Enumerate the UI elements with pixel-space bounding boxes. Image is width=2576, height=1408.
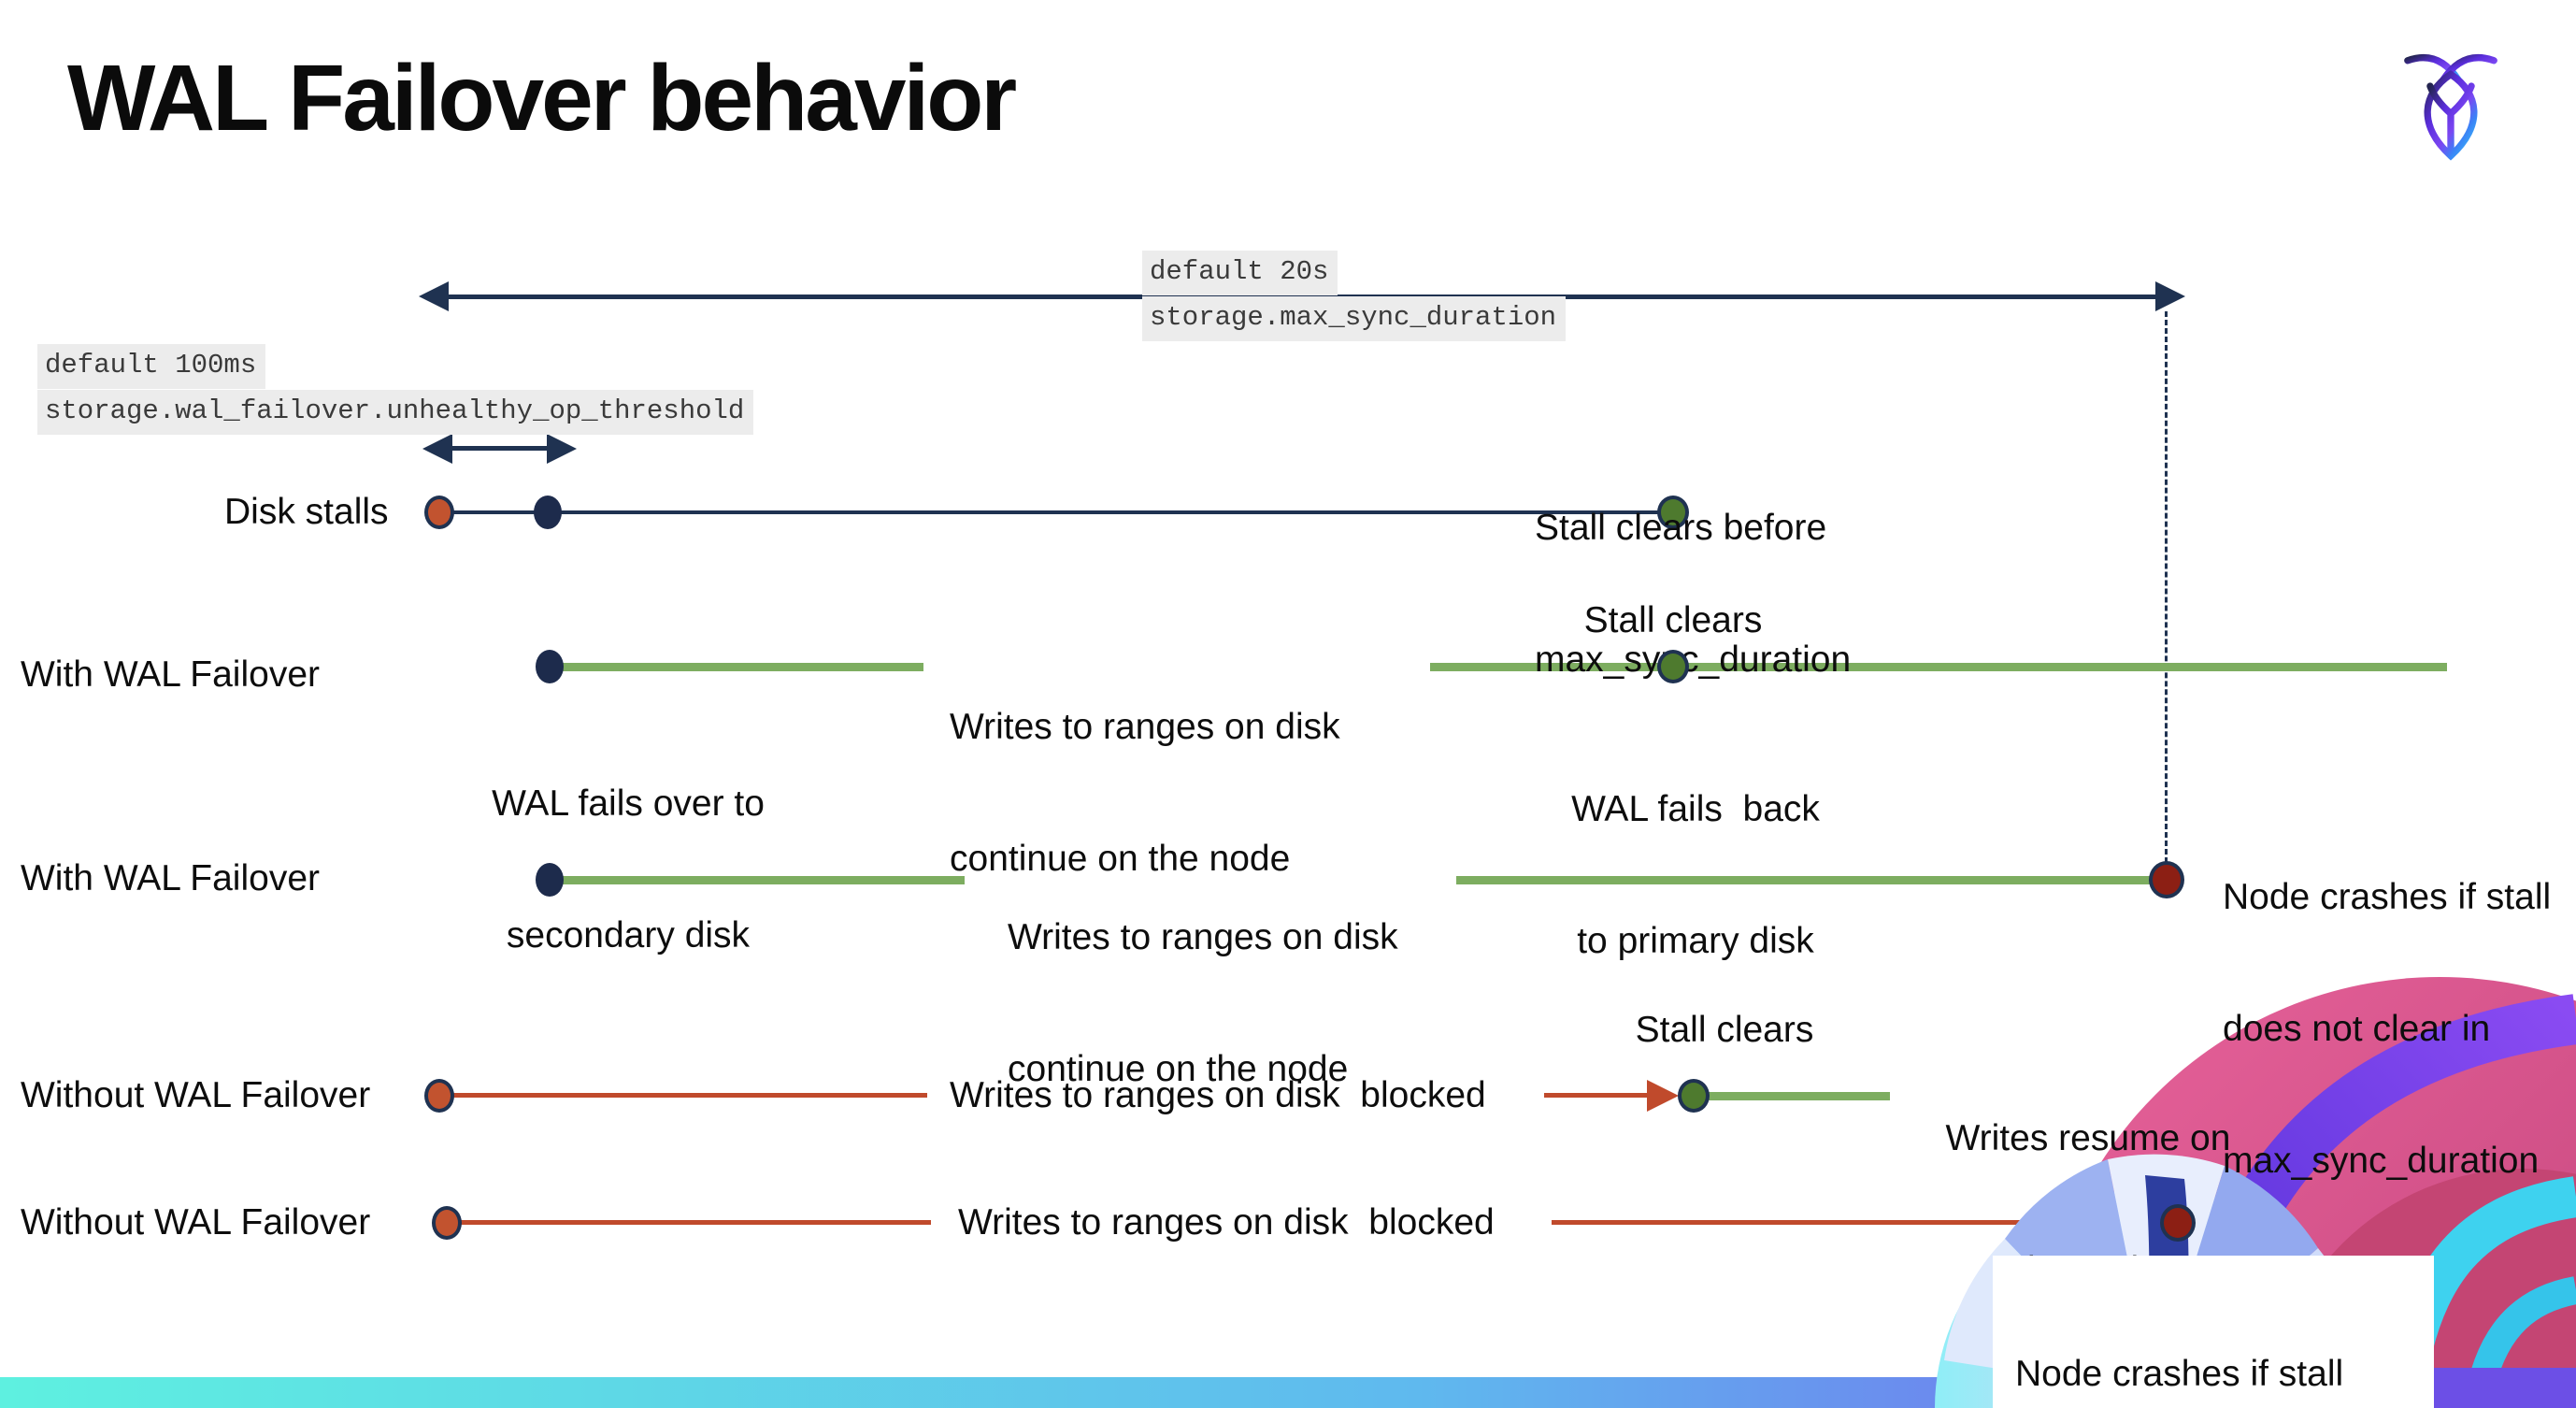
max-sync-deadline-dashed-line xyxy=(2165,311,2168,863)
row-label-disk-stalls: Disk stalls xyxy=(224,492,389,532)
blocked-segment-row5b xyxy=(1552,1220,2133,1225)
node-crashes-callout-box xyxy=(1993,1256,2434,1408)
blocked-arrow-head-row4-icon xyxy=(1647,1080,1679,1112)
arrow-head-left-icon xyxy=(419,281,449,311)
stall-start-dot-row5 xyxy=(432,1206,462,1240)
threshold-default-value: default 100ms xyxy=(37,344,266,389)
healthy-segment-row3b xyxy=(1456,876,2152,884)
note-writes-blocked-2: Writes to ranges on disk blocked xyxy=(958,1202,1495,1243)
note-node-crashes-top: Node crashes if stall does not clear in … xyxy=(2223,877,2552,1181)
max-sync-setting-name: storage.max_sync_duration xyxy=(1142,296,1567,341)
failover-dot-row3 xyxy=(536,863,564,897)
disk-stall-timeline xyxy=(439,510,1671,514)
node-crash-dot-row3 xyxy=(2149,861,2184,898)
arrow-head-right-icon xyxy=(2155,281,2185,311)
stall-clears-dot-row2 xyxy=(1657,650,1689,683)
threshold-arrow-head-left-icon xyxy=(422,434,452,464)
note-writes-continue-1: Writes to ranges on disk continue on the… xyxy=(950,707,1340,879)
note-stall-clears-1: Stall clears xyxy=(1583,600,1763,640)
note-writes-blocked-1: Writes to ranges on disk blocked xyxy=(950,1075,1486,1115)
healthy-segment-row3a xyxy=(550,876,965,884)
max-sync-default-value: default 20s xyxy=(1142,251,1338,295)
threshold-arrow-line xyxy=(439,446,556,451)
threshold-arrow-head-right-icon xyxy=(547,434,577,464)
row-label-with-wal-failover-2: With WAL Failover xyxy=(21,858,320,898)
healthy-segment-row2b xyxy=(1430,663,2447,671)
note-node-crashes-bottom: Node crashes if stall does not clear in … xyxy=(2015,1354,2344,1394)
stall-start-dot-row4 xyxy=(424,1079,454,1113)
threshold-reached-dot xyxy=(534,496,562,529)
note-writes-continue-2: Writes to ranges on disk continue on the… xyxy=(1008,917,1398,1089)
blocked-segment-row5a xyxy=(460,1220,931,1225)
unhealthy-op-threshold-label: default 100ms storage.wal_failover.unhea… xyxy=(37,344,754,435)
failover-dot-row2 xyxy=(536,650,564,683)
blocked-segment-row4b xyxy=(1544,1093,1664,1098)
cockroachdb-logo-icon xyxy=(2404,53,2497,161)
row-label-without-wal-failover-2: Without WAL Failover xyxy=(21,1202,371,1243)
healthy-segment-row2a xyxy=(550,663,923,671)
note-stall-clears-before: Stall clears before max_sync_duration xyxy=(1535,508,1852,680)
stall-clears-dot-row4 xyxy=(1678,1079,1710,1113)
row-label-with-wal-failover-1: With WAL Failover xyxy=(21,654,320,695)
threshold-setting-name: storage.wal_failover.unhealthy_op_thresh… xyxy=(37,390,754,435)
stall-start-dot xyxy=(424,496,454,529)
logo-wings xyxy=(2426,82,2475,159)
resumed-segment-row4a xyxy=(1709,1092,1890,1100)
note-wal-fails-over: WAL fails over to secondary disk xyxy=(492,783,765,955)
note-stall-clears-2: Stall clears xyxy=(1635,1010,1814,1050)
page-title: WAL Failover behavior xyxy=(67,46,1017,151)
row-label-without-wal-failover-1: Without WAL Failover xyxy=(21,1075,371,1115)
node-crash-dot-row5 xyxy=(2160,1204,2196,1242)
note-wal-fails-back: WAL fails back to primary disk xyxy=(1571,789,1820,961)
stall-clears-dot-row1 xyxy=(1657,496,1689,529)
max-sync-duration-label: default 20s storage.max_sync_duration xyxy=(1142,251,1567,341)
blocked-segment-row4a xyxy=(452,1093,927,1098)
